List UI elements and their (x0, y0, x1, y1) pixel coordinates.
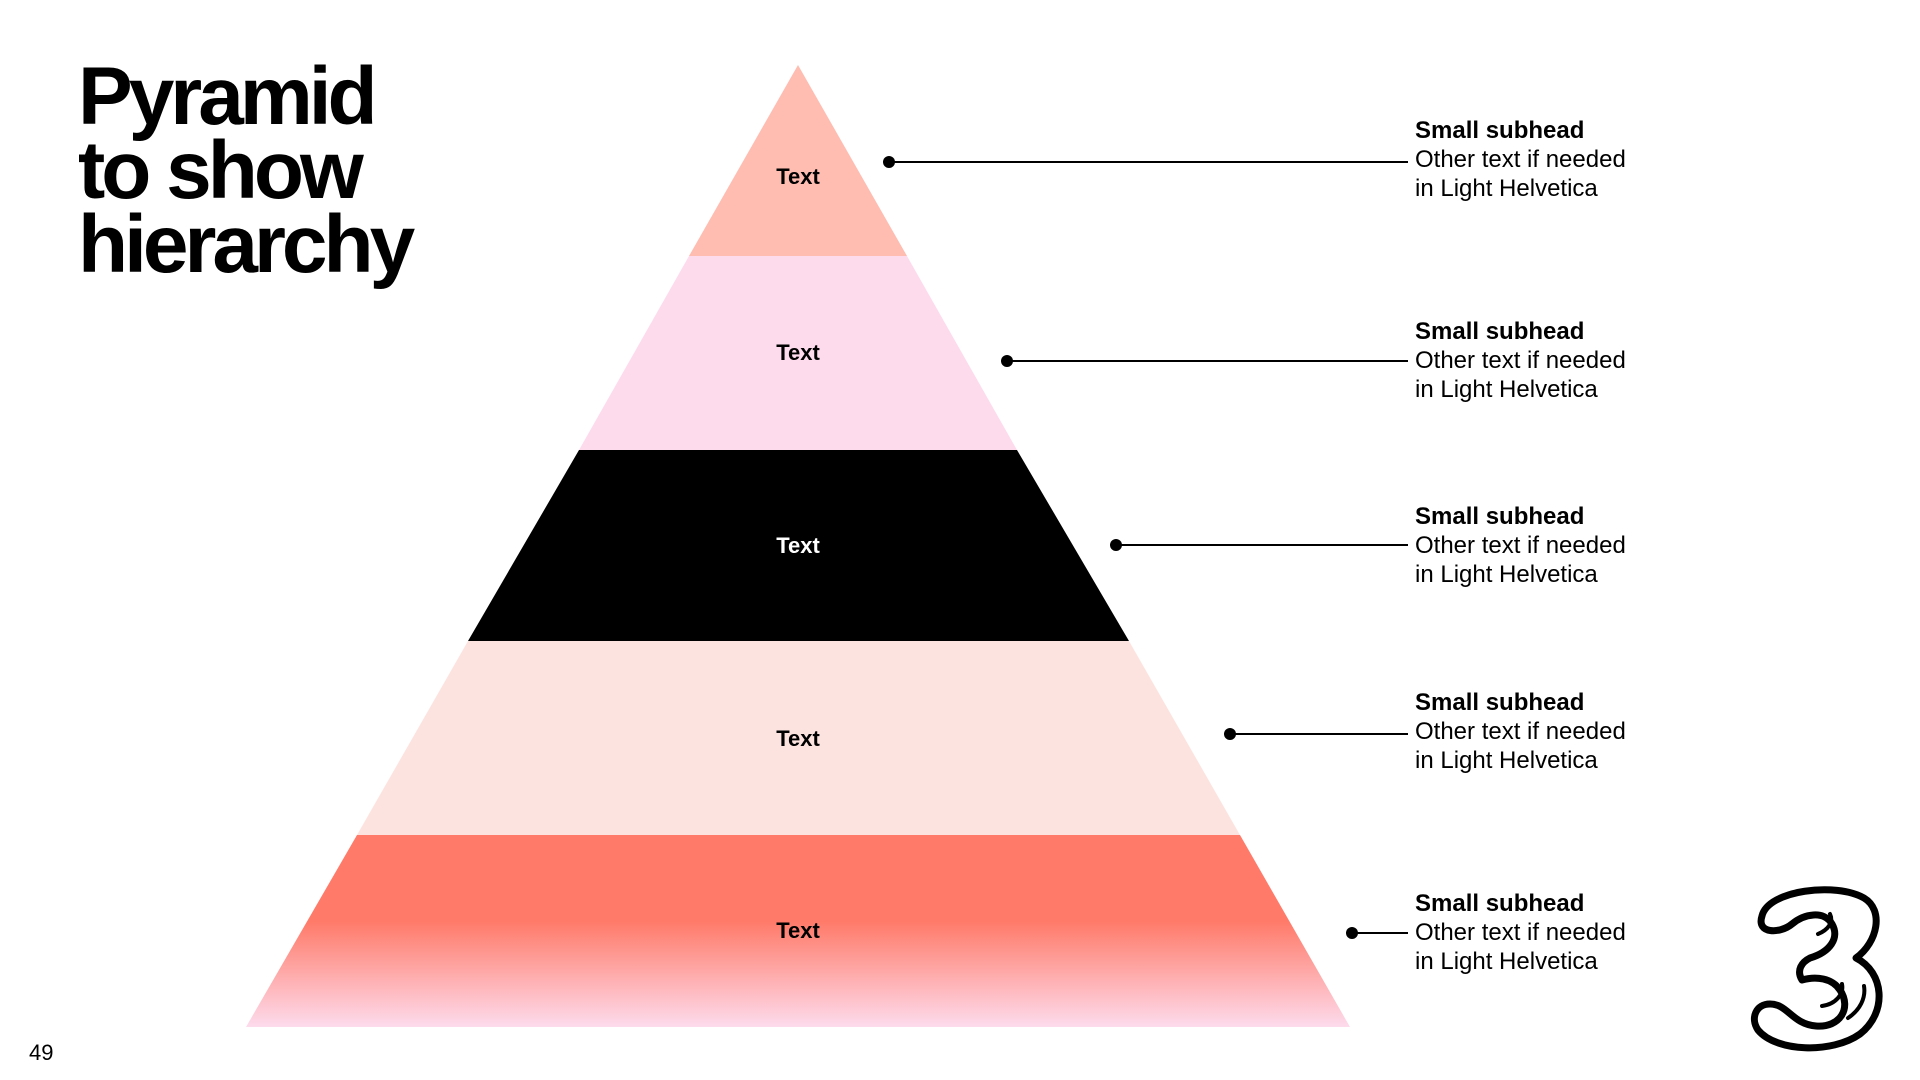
callout-4-subhead: Small subhead (1415, 689, 1585, 716)
connector-5 (1346, 927, 1408, 939)
callout-3-text-line-1: Other text if needed (1415, 532, 1626, 559)
callout-1-text-line-2: in Light Helvetica (1415, 175, 1598, 202)
pyramid-tier-2 (579, 256, 1017, 450)
title-line-2: to show (78, 125, 364, 216)
callout-2-subhead: Small subhead (1415, 318, 1585, 345)
callout-2-text-line-1: Other text if needed (1415, 347, 1626, 374)
callout-4-text-line-1: Other text if needed (1415, 718, 1626, 745)
callout-2-text-line-2: in Light Helvetica (1415, 376, 1598, 403)
page-number: 49 (29, 1040, 54, 1065)
callout-4: Small subhead Other text if needed in Li… (1415, 688, 1675, 775)
callout-3-text-line-2: in Light Helvetica (1415, 561, 1598, 588)
connector-4 (1224, 728, 1408, 740)
pyramid-tier-5 (246, 835, 1350, 1027)
callout-3-subhead: Small subhead (1415, 503, 1585, 530)
callout-2: Small subhead Other text if needed in Li… (1415, 317, 1675, 404)
pyramid-tier-3 (468, 450, 1129, 641)
callout-3: Small subhead Other text if needed in Li… (1415, 502, 1675, 589)
connector-2 (1001, 355, 1408, 367)
title-line-3: hierarchy (78, 199, 415, 290)
pyramid-tier-5-label: Text (776, 918, 820, 943)
callout-1-subhead: Small subhead (1415, 117, 1585, 144)
callout-4-text-line-2: in Light Helvetica (1415, 747, 1598, 774)
callout-5-subhead: Small subhead (1415, 890, 1585, 917)
pyramid-tier-1-label: Text (776, 164, 820, 189)
slide-title: Pyramid to show hierarchy (78, 51, 415, 290)
callout-1-text-line-1: Other text if needed (1415, 146, 1626, 173)
pyramid-tier-3-label: Text (776, 533, 820, 558)
callout-5-text-line-1: Other text if needed (1415, 919, 1626, 946)
connector-3 (1110, 539, 1408, 551)
pyramid-tier-2-label: Text (776, 340, 820, 365)
pyramid-tier-1 (689, 65, 907, 256)
callout-1: Small subhead Other text if needed in Li… (1415, 116, 1675, 203)
title-line-1: Pyramid (78, 51, 378, 142)
connector-1 (883, 156, 1408, 168)
three-logo-icon (1751, 886, 1883, 1052)
pyramid-tier-4 (357, 641, 1240, 835)
callout-5: Small subhead Other text if needed in Li… (1415, 889, 1675, 976)
callout-5-text-line-2: in Light Helvetica (1415, 948, 1598, 975)
pyramid-tier-4-label: Text (776, 726, 820, 751)
